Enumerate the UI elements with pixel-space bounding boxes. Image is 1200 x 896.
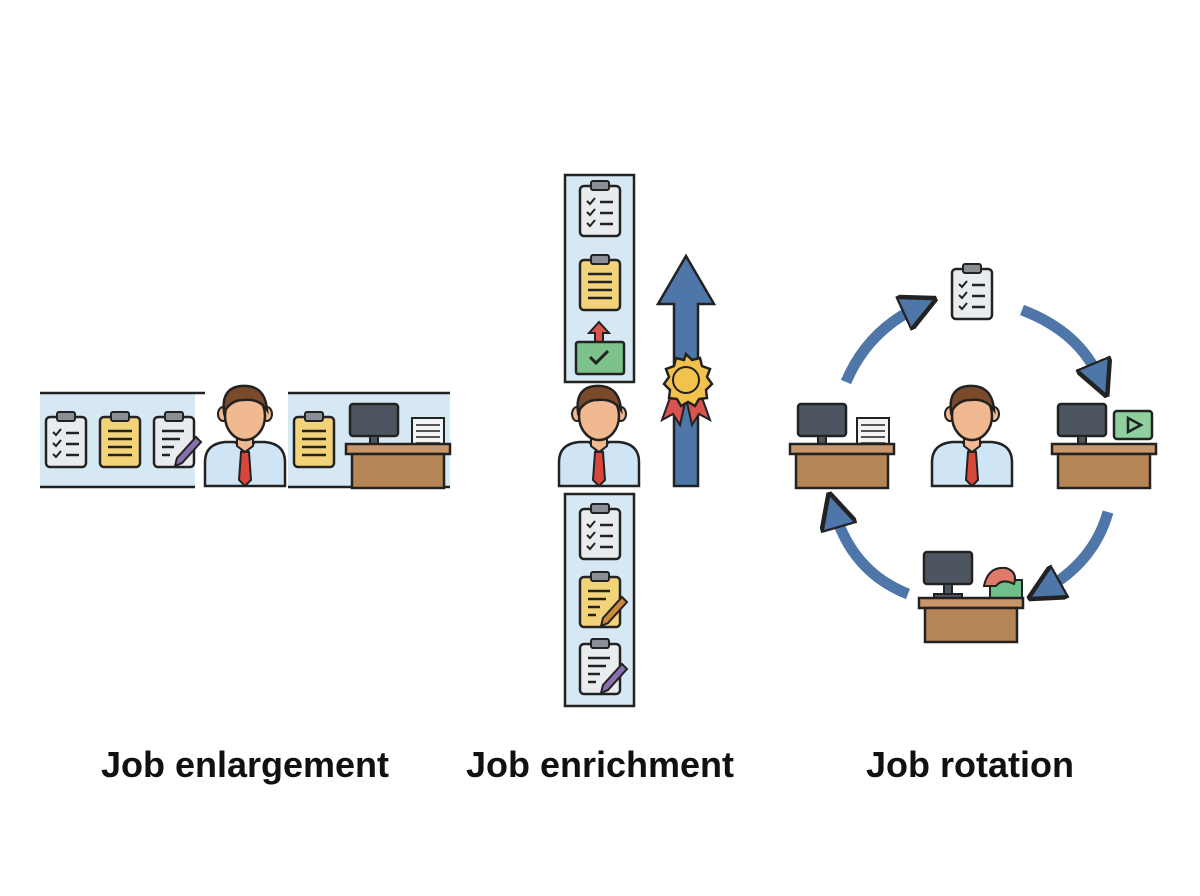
rotation-arrows: [834, 304, 1114, 600]
edit-document-icon: [578, 570, 629, 629]
rotation-group: [788, 262, 1158, 644]
employee-icon: [930, 384, 1014, 488]
caption-job-rotation: Job rotation: [866, 744, 1074, 785]
checklist-icon: [578, 179, 622, 238]
arrow-down-right: [1020, 304, 1100, 380]
upload-approval-icon: [574, 320, 626, 376]
caption-job-enlargement: Job enlargement: [100, 744, 390, 785]
checklist-icon: [578, 502, 622, 561]
award-ribbon-icon: [660, 351, 714, 428]
employee-icon: [557, 384, 641, 488]
desk-workstation-icon: [917, 550, 1025, 644]
document-icon: [292, 410, 336, 469]
checklist-icon: [44, 410, 88, 469]
arrow-up-right: [840, 306, 920, 385]
checklist-icon: [950, 262, 994, 321]
desk-workstation-icon: [1050, 402, 1158, 490]
arrow-down-left: [1044, 510, 1114, 590]
employee-icon: [203, 384, 287, 488]
document-icon: [98, 410, 142, 469]
plant-icon: [982, 566, 1023, 601]
enrichment-group: [557, 173, 717, 708]
enlargement-group: [40, 384, 452, 490]
edit-document-icon: [152, 410, 203, 469]
desk-workstation-icon: [788, 402, 896, 490]
edit-document-icon: [578, 637, 629, 696]
arrow-up-left: [834, 510, 911, 600]
caption-job-enrichment: Job enrichment: [465, 744, 735, 785]
document-icon: [578, 253, 622, 312]
